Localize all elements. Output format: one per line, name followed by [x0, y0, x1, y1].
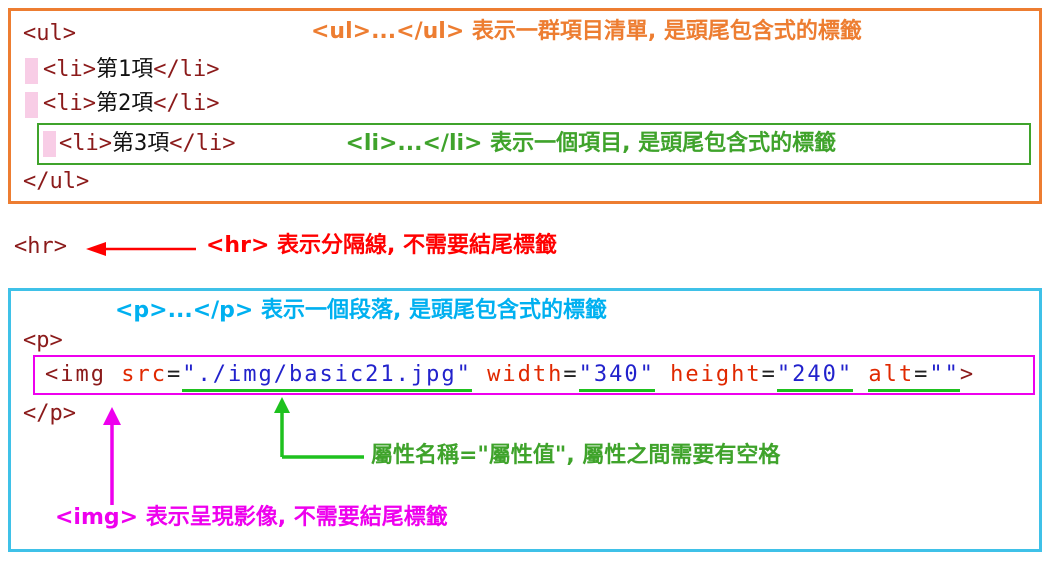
code-line-img: <img src="./img/basic21.jpg" width="340"…: [45, 362, 976, 393]
code-line-p-close: </p>: [23, 401, 76, 426]
code-line-p-open: <p>: [23, 328, 63, 353]
code-token: </li>: [153, 91, 220, 116]
hr-annotation: <hr> 表示分隔線, 不需要結尾標籤: [206, 233, 558, 258]
li-annotation: <li>...</li> 表示一個項目, 是頭尾包含式的標籤: [345, 130, 837, 156]
code-token: <img: [45, 362, 122, 388]
li-highlight-box: <li>第3項</li> <li>...</li> 表示一個項目, 是頭尾包含式…: [37, 123, 1031, 165]
code-token: </li>: [169, 131, 236, 157]
code-token: </li>: [153, 57, 220, 82]
code-token: 第2項: [95, 91, 154, 116]
code-token: "340": [578, 362, 655, 393]
code-token: =: [563, 362, 579, 388]
code-token: [853, 362, 868, 387]
code-line-li2: <li>第2項</li>: [43, 91, 219, 116]
code-token: src: [121, 362, 167, 388]
code-token: 第1項: [95, 57, 154, 82]
code-token: [655, 362, 670, 387]
code-token: >: [959, 362, 976, 388]
ul-example-panel: <ul>...</ul> 表示一群項目清單, 是頭尾包含式的標籤 <ul> <l…: [8, 8, 1042, 204]
img-highlight-box: <img src="./img/basic21.jpg" width="340"…: [33, 355, 1035, 395]
code-token: =: [761, 362, 777, 388]
indent-highlight: [43, 131, 56, 157]
img-annotation: <img> 表示呈現影像, 不需要結尾標籤: [55, 505, 448, 530]
code-token: "./img/basic21.jpg": [182, 362, 472, 393]
code-line-hr: <hr>: [14, 234, 67, 259]
code-token: [472, 362, 487, 387]
code-line-ul-open: <ul>: [23, 21, 76, 46]
code-token: "": [929, 362, 960, 393]
p-example-panel: <p>...</p> 表示一個段落, 是頭尾包含式的標籤 <p> <img sr…: [8, 288, 1042, 552]
code-token: <li>: [43, 57, 96, 82]
code-line-ul-close: </ul>: [23, 169, 90, 194]
code-token: <li>: [59, 131, 112, 157]
code-token: =: [166, 362, 183, 388]
code-token: "240": [776, 362, 854, 393]
code-token: alt: [868, 362, 915, 393]
code-token: height: [670, 362, 762, 388]
code-token: =: [914, 362, 930, 393]
code-line-li3: <li>第3項</li>: [59, 131, 235, 156]
attribute-annotation: 屬性名稱="屬性值", 屬性之間需要有空格: [371, 443, 781, 468]
code-token: 第3項: [111, 131, 170, 157]
indent-highlight: [25, 58, 38, 84]
code-token: <li>: [43, 91, 96, 116]
magenta-up-arrow-icon: [103, 407, 121, 505]
red-left-arrow-icon: [86, 242, 196, 256]
green-up-elbow-arrow-icon: [274, 397, 364, 459]
ul-annotation: <ul>...</ul> 表示一群項目清單, 是頭尾包含式的標籤: [311, 19, 862, 44]
p-annotation: <p>...</p> 表示一個段落, 是頭尾包含式的標籤: [115, 298, 608, 323]
code-token: width: [487, 362, 564, 388]
code-line-li1: <li>第1項</li>: [43, 57, 219, 82]
indent-highlight: [25, 92, 38, 118]
